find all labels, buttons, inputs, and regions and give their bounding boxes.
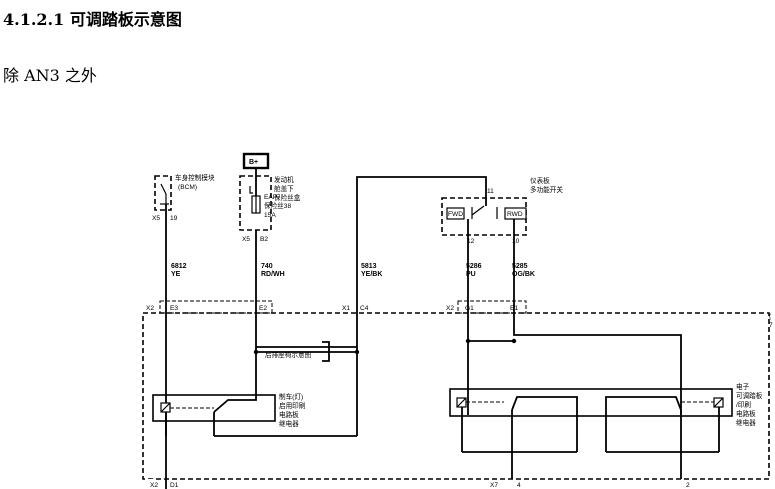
switch-line1: 仪表板 (530, 176, 550, 185)
wire-circuit-2: 740 (261, 263, 273, 270)
body-control-module: 车身控制模块 (BCM) X5 19 (152, 173, 215, 222)
brake-relay-line2: 启用印刷 (279, 401, 306, 410)
switch-fwd-label: FWD (448, 211, 463, 218)
wire-circuit-4: 5286 (466, 263, 482, 270)
brake-relay-line4: 继电器 (279, 419, 299, 428)
bcm-line2: (BCM) (178, 184, 197, 191)
brake-relay-line1: 制车(灯) (279, 392, 303, 401)
module-conn-1: X2 (146, 305, 154, 312)
bcm-pin: 19 (170, 215, 178, 222)
switch-pin-top: 11 (487, 188, 494, 195)
page-subtitle: 除 AN3 之外 (3, 66, 97, 85)
edge-mark-2: 7 (769, 322, 773, 329)
module-pin-5: E1 (510, 305, 518, 312)
page-title: 4.1.2.1 可调踏板示意图 (3, 10, 182, 29)
fuse-box-line2: 舱盖下 (274, 184, 294, 193)
fuse-box-line3: 保险丝盒 (274, 193, 301, 202)
rear-seat-label: 后排座椅示意图 (265, 350, 312, 359)
switch-rwd-label: RWD (507, 211, 523, 218)
fuse-id: EAP (264, 194, 278, 201)
module-pin-4: G1 (465, 305, 474, 312)
module-pin-1: E3 (170, 305, 178, 312)
edge-mark-1: ( (769, 313, 772, 320)
power-source: B+ (242, 152, 270, 186)
bottom-conn-2: X7 (490, 482, 498, 489)
bottom-conn-1: X2 (150, 482, 158, 489)
wire-color-3: YE/BK (361, 271, 382, 278)
module-pin-3: C4 (360, 305, 369, 312)
pedal-module: X2 E3 E2 X1 C4 X2 G1 E1 ( 7 (142, 300, 773, 480)
power-label: B+ (249, 159, 258, 166)
pedal-relay-line2: 可调踏板 (736, 391, 763, 400)
bcm-conn: X5 (152, 215, 160, 222)
fuse-box-conn: X5 (242, 236, 250, 243)
wire-labels: 6812 YE 740 RD/WH 5813 YE/BK 5286 PU 528… (171, 263, 535, 278)
bottom-pin-3: 2 (686, 482, 690, 489)
wire-circuit-3: 5813 (361, 263, 377, 270)
wire-circuit-1: 6812 (171, 263, 187, 270)
wire-color-1: YE (171, 271, 181, 278)
pedal-relay: 电子 可调踏板 /印刷 电路板 继电器 (449, 382, 763, 479)
switch-line2: 多功能开关 (530, 185, 563, 194)
pedal-relay-line1: 电子 (736, 382, 750, 391)
brake-relay-line3: 电路板 (279, 410, 299, 419)
pedal-relay-line4: 电路板 (736, 409, 756, 418)
bottom-pin-2: 4 (517, 482, 521, 489)
pedal-relay-line5: 继电器 (736, 418, 756, 427)
rear-seat-reference: 后排座椅示意图 (265, 341, 330, 362)
multifunction-switch: FWD RWD 11 12 10 仪表板 多功能开关 (441, 176, 563, 245)
fuse-box-pin: B2 (260, 236, 268, 243)
fuse-rating: 15A (264, 212, 276, 219)
pedal-relay-line3: /印刷 (736, 401, 751, 409)
wire-circuit-5: 5285 (512, 263, 528, 270)
underhood-fuse-box: EAP 保险丝38 15A 发动机 舱盖下 保险丝盒 X5 B2 (239, 175, 301, 243)
wire-color-5: OG/BK (512, 271, 535, 278)
bottom-connectors: X2 D1 X7 4 2 (148, 421, 690, 489)
switch-pin-left: 12 (467, 238, 475, 245)
switch-pin-right: 10 (512, 238, 520, 245)
wire-color-4: PU (466, 271, 476, 278)
module-pin-2: E2 (259, 305, 267, 312)
module-conn-3: X1 (342, 305, 350, 312)
bcm-line1: 车身控制模块 (175, 173, 215, 182)
module-conn-4: X2 (446, 305, 454, 312)
fuse-name: 保险丝38 (264, 201, 291, 210)
bottom-pin-1: D1 (170, 482, 179, 489)
wire-color-2: RD/WH (261, 271, 285, 278)
fuse-box-line1: 发动机 (274, 175, 294, 184)
wires (165, 176, 682, 436)
brake-relay: 制车(灯) 启用印刷 电路板 继电器 (152, 392, 306, 428)
